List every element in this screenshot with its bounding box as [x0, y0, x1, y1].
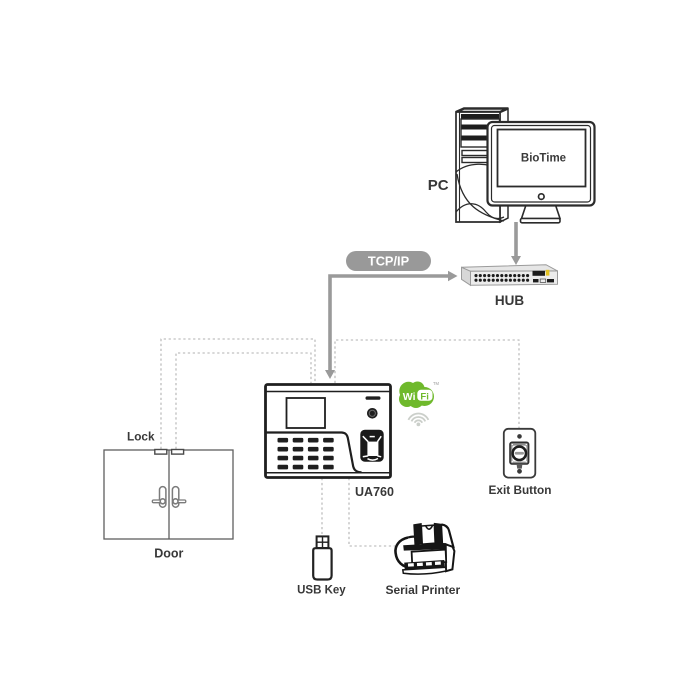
svg-text:USB Key: USB Key	[297, 585, 346, 597]
svg-text:BioTime: BioTime	[521, 152, 566, 164]
svg-text:Lock: Lock	[127, 429, 155, 443]
svg-text:Exit Button: Exit Button	[489, 483, 552, 497]
svg-text:Serial Printer: Serial Printer	[385, 583, 460, 597]
svg-text:HUB: HUB	[495, 293, 524, 308]
svg-text:PC: PC	[428, 177, 449, 194]
svg-text:Fi: Fi	[420, 392, 428, 403]
svg-text:Door: Door	[154, 547, 183, 561]
svg-text:UA760: UA760	[355, 485, 394, 499]
svg-text:Wi: Wi	[403, 391, 416, 403]
svg-text:TCP/IP: TCP/IP	[368, 254, 410, 269]
svg-text:TM: TM	[433, 381, 440, 386]
